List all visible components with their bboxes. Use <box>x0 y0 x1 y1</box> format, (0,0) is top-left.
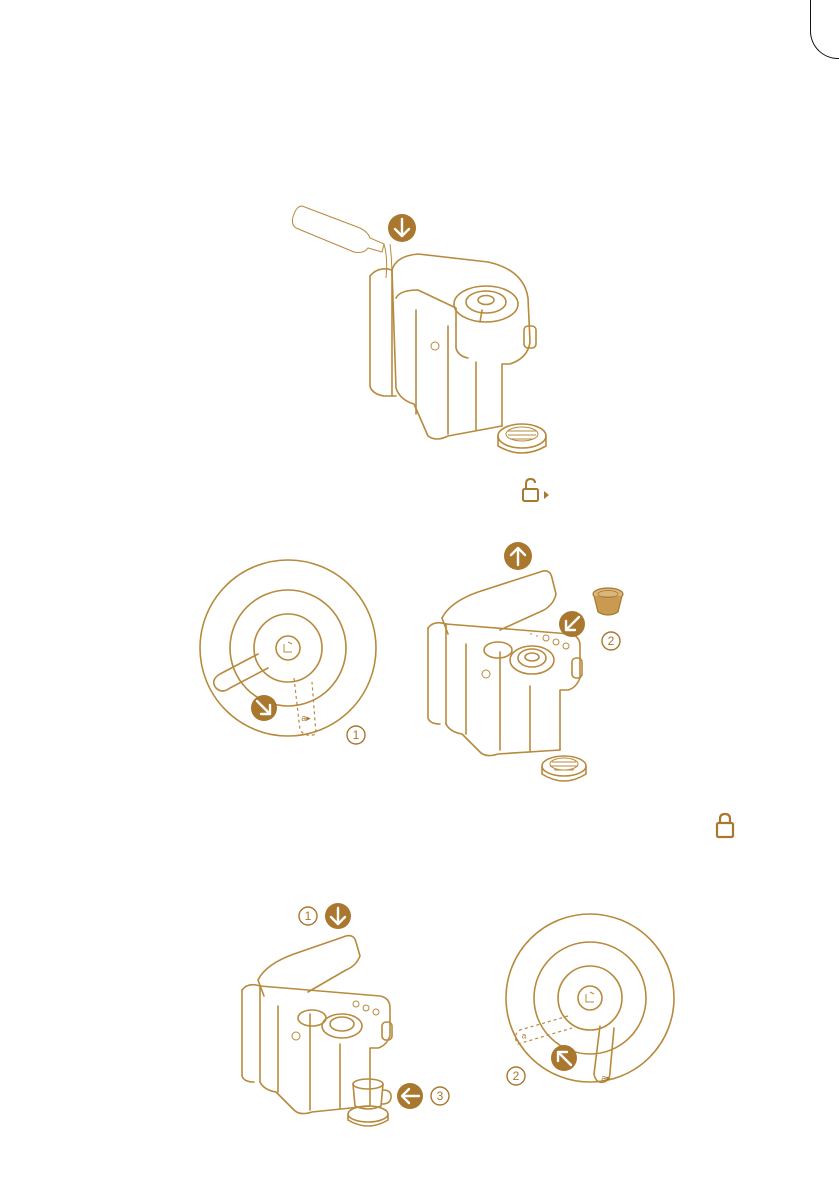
figure-insert-capsule <box>420 538 640 794</box>
arrow-up-left-icon <box>551 1045 577 1071</box>
svg-text:2: 2 <box>608 634 615 648</box>
arrow-down-right-icon <box>251 695 277 721</box>
figure-close-lid-brew: 1 <box>236 900 466 1132</box>
arrow-down-icon <box>325 903 351 929</box>
water-bottle <box>292 206 392 280</box>
lock-closed-icon <box>714 812 738 840</box>
arrow-left-icon <box>397 1083 423 1109</box>
lock-open-icon <box>520 478 554 504</box>
arrow-up-icon <box>504 542 532 570</box>
arrow-down-left-icon <box>559 611 585 637</box>
svg-text:1: 1 <box>353 728 360 742</box>
svg-text:a▸: a▸ <box>301 713 311 723</box>
svg-text:a: a <box>522 1032 527 1041</box>
svg-text:a▸: a▸ <box>601 1073 611 1083</box>
arrow-down-icon <box>388 214 416 242</box>
figure-lever-lock: a▸ a 2 <box>498 912 688 1108</box>
figure-fill-water-tank <box>288 198 558 458</box>
page-edge <box>810 0 839 59</box>
step-number-1-close: 1 <box>305 909 312 923</box>
figure-lever-unlock: a▸ <box>198 558 388 748</box>
step-number-2-capsule: 2 <box>600 630 622 652</box>
step-number-1-lever: 1 <box>345 724 367 746</box>
coffee-machine <box>370 254 546 453</box>
coffee-capsule <box>593 588 623 615</box>
step-number-3-cup: 3 <box>437 1089 444 1103</box>
coffee-cup <box>353 1079 391 1109</box>
step-number-2-lever: 2 <box>513 1069 520 1083</box>
